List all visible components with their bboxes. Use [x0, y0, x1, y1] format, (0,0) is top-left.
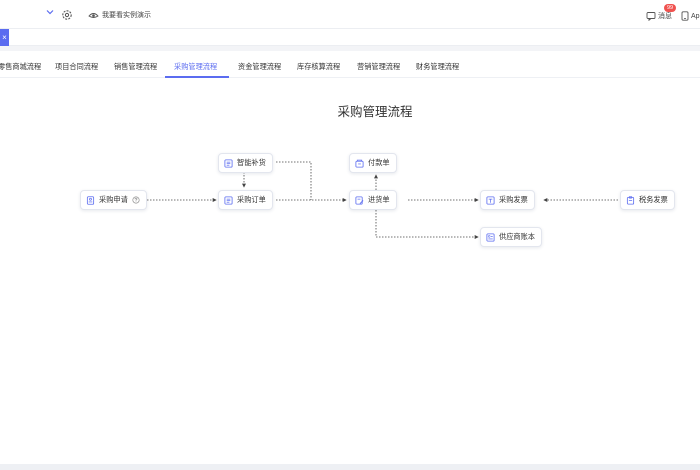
- message-count-badge: 99: [664, 4, 676, 12]
- close-icon[interactable]: ×: [0, 29, 9, 46]
- eye-icon: [88, 12, 99, 18]
- node-payment-order[interactable]: 付款单: [349, 153, 397, 173]
- order-list-icon: [224, 195, 233, 205]
- help-icon[interactable]: [132, 196, 140, 204]
- chevron-down-icon[interactable]: [44, 7, 56, 19]
- tab-project-contract[interactable]: 项目合同流程: [55, 62, 99, 71]
- node-receipt-order[interactable]: 进货单: [349, 190, 397, 210]
- node-smart-replenish[interactable]: 智能补货: [218, 153, 273, 173]
- demo-label: 我要看实例演示: [102, 12, 151, 19]
- message-icon: [646, 12, 656, 21]
- receipt-edit-icon: [355, 195, 364, 205]
- tab-sales-management[interactable]: 销售管理流程: [114, 62, 158, 71]
- node-supplier-ledger[interactable]: 供应商账本: [480, 227, 542, 247]
- clipboard-icon: [626, 195, 635, 205]
- node-label: 税务发票: [639, 195, 668, 204]
- active-tab-indicator: [165, 76, 229, 78]
- message-button[interactable]: 消息: [646, 9, 672, 23]
- node-tax-invoice[interactable]: 税务发票: [620, 190, 675, 210]
- phone-icon: [681, 11, 689, 21]
- gear-icon[interactable]: [61, 8, 73, 20]
- tab-retail-mall[interactable]: 零售商城流程: [0, 62, 42, 71]
- node-label: 采购申请: [99, 195, 128, 204]
- node-label: 采购发票: [499, 195, 528, 204]
- node-purchase-order[interactable]: 采购订单: [218, 190, 273, 210]
- process-tabs: 零售商城流程 项目合同流程 销售管理流程 采购管理流程 资金管理流程 库存核算流…: [0, 56, 700, 78]
- ledger-icon: [486, 232, 495, 242]
- request-form-icon: [86, 195, 95, 205]
- tab-marketing-management[interactable]: 营销管理流程: [357, 62, 401, 71]
- wallet-icon: [355, 159, 364, 168]
- demo-link[interactable]: 我要看实例演示: [88, 8, 151, 22]
- app-label: Ap: [691, 12, 700, 20]
- node-label: 付款单: [368, 158, 390, 167]
- invoice-icon: [486, 195, 495, 205]
- list-icon: [224, 158, 233, 168]
- node-label: 智能补货: [237, 158, 266, 167]
- tab-inventory-accounting[interactable]: 库存核算流程: [297, 62, 341, 71]
- node-label: 供应商账本: [499, 232, 535, 241]
- open-tabs-bar: ×: [0, 29, 700, 46]
- flow-title: 采购管理流程: [337, 105, 413, 119]
- node-label: 进货单: [368, 195, 390, 204]
- node-purchase-request[interactable]: 采购申请: [80, 190, 147, 210]
- bottom-scroll-area: [0, 464, 700, 470]
- tab-finance-management[interactable]: 财务管理流程: [416, 62, 460, 71]
- node-purchase-invoice[interactable]: 采购发票: [480, 190, 535, 210]
- tab-fund-management[interactable]: 资金管理流程: [238, 62, 282, 71]
- connector-replenish-receipt: [276, 161, 312, 200]
- tab-purchase-management[interactable]: 采购管理流程: [174, 62, 218, 71]
- message-label: 消息: [658, 13, 672, 20]
- connector-receipt-ledger: [375, 210, 479, 239]
- app-button[interactable]: Ap: [681, 9, 700, 23]
- top-toolbar: 我要看实例演示 消息 99 Ap: [0, 0, 700, 29]
- node-label: 采购订单: [237, 195, 266, 204]
- divider: [0, 46, 700, 51]
